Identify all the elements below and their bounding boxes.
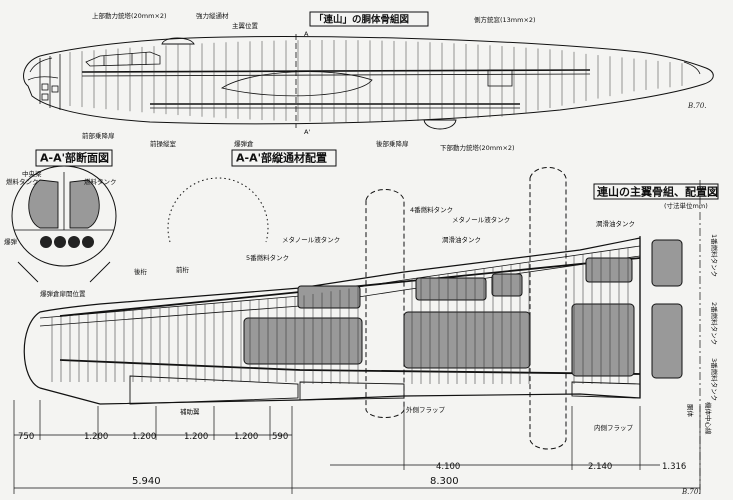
upper-turret — [161, 37, 195, 45]
label-rear-crew: 後部乗降扉 — [376, 139, 409, 148]
left-tank — [28, 179, 59, 229]
label-outer-flap: 外側フラップ — [406, 405, 446, 414]
aileron — [129, 375, 299, 405]
dim-1200b: 1.200 — [132, 432, 156, 442]
label-rear-spar: 後桁 — [134, 267, 148, 276]
label-tank: 燃料タンク — [6, 177, 39, 186]
right-tank — [69, 179, 100, 229]
dim-590: 590 — [272, 432, 288, 442]
label-aux-spar: 補助翼 — [180, 407, 200, 416]
bombs — [40, 236, 94, 248]
label-cockpit: 前操縦室 — [150, 139, 177, 148]
dim-8300: 8.300 — [430, 476, 459, 487]
label-tank1: 1番燃料タンク — [710, 234, 719, 277]
label-tank4: 4番燃料タンク — [410, 205, 453, 214]
outer-flap — [299, 381, 405, 401]
dim-2140: 2.140 — [588, 462, 612, 472]
wing-ribs — [51, 247, 629, 384]
dimension-lines — [13, 400, 701, 494]
wing-drawing — [23, 167, 701, 490]
label-oil-tank2: 潤滑油タンク — [596, 219, 635, 228]
label-fuselage-side: 胴体 — [686, 404, 695, 418]
label-tank5: 5番燃料タンク — [246, 253, 289, 262]
dim-4100: 4.100 — [436, 462, 460, 472]
label-centerline: 機体中心線 — [704, 402, 713, 435]
label-stringer: 強力縦通材 — [196, 11, 229, 20]
mark-a: A — [304, 30, 309, 38]
bomb-doors — [17, 261, 111, 283]
oil-tank-2 — [585, 257, 633, 283]
tail-cone — [683, 61, 701, 75]
label-fwd-crew: 前部乗降扉 — [82, 131, 115, 140]
title-fuselage: 「連山」の胴体骨組図 — [314, 14, 409, 26]
label-bomb-door: 爆弾倉扉開位置 — [40, 289, 86, 298]
dim-1200a: 1.200 — [84, 432, 108, 442]
oil-tank-1 — [491, 273, 523, 297]
label-wing-position: 主翼位置 — [232, 21, 259, 30]
dim-1200c: 1.200 — [184, 432, 208, 442]
mark-a2: A' — [304, 128, 310, 136]
inner-flap — [571, 381, 641, 399]
label-inner-flap: 内側フラップ — [594, 423, 634, 432]
tank-2 — [651, 303, 683, 379]
wing-outline — [23, 237, 641, 405]
stringer-arc — [167, 177, 269, 243]
tank-methanol — [243, 317, 363, 365]
title-wing: 連山の主翼骨組、配置図 — [597, 185, 718, 199]
dim-5940: 5.940 — [132, 476, 161, 487]
tank-methanol-2 — [415, 277, 487, 301]
fuselage-frames — [69, 40, 683, 122]
tank-3 — [571, 303, 635, 377]
label-lower-turret: 下部動力銃塔(20mm×2) — [440, 143, 515, 152]
label-bomb-bay: 爆弾倉 — [234, 139, 254, 148]
label-upper-turret: 上部動力銃塔(20mm×2) — [92, 11, 167, 20]
side-window — [487, 69, 513, 87]
label-bombs: 爆弾 — [4, 237, 18, 246]
lower-turret — [423, 119, 457, 130]
wing-position-outline — [220, 71, 373, 97]
tank-1 — [651, 239, 683, 287]
label-oil-tank1: 潤滑油タンク — [442, 235, 481, 244]
title-section-aa: A-A'部断面図 — [40, 151, 109, 165]
section-aa — [11, 165, 117, 283]
label-tank3: 3番燃料タンク — [710, 358, 719, 401]
label-side-window: 側方銃窓(13mm×2) — [474, 15, 536, 24]
wing-signature: B.70. — [681, 488, 701, 496]
label-tank2: 燃料タンク — [84, 177, 117, 186]
tank-5 — [297, 285, 361, 309]
tank-4 — [403, 311, 531, 369]
wing-unit: (寸法単位mm) — [664, 201, 708, 210]
nose-glazing — [27, 54, 61, 110]
fuselage-signature: B.70. — [687, 102, 707, 110]
label-front-spar: 前桁 — [176, 265, 190, 274]
fuselage-outline — [23, 36, 714, 125]
dim-1200d: 1.200 — [234, 432, 258, 442]
label-tank2-wing: 2番燃料タンク — [710, 302, 719, 345]
nacelle-inner — [529, 167, 567, 450]
label-methanol-tank: メタノール液タンク — [282, 235, 340, 244]
label-center-beam: 中央梁 — [22, 169, 42, 178]
label-methanol-tank2: メタノール液タンク — [452, 215, 510, 224]
rear-spar — [59, 359, 641, 375]
dim-1316: 1.316 — [662, 462, 686, 472]
title-stringer-aa: A-A'部縦通材配置 — [236, 151, 327, 165]
dim-750: 750 — [18, 432, 34, 442]
